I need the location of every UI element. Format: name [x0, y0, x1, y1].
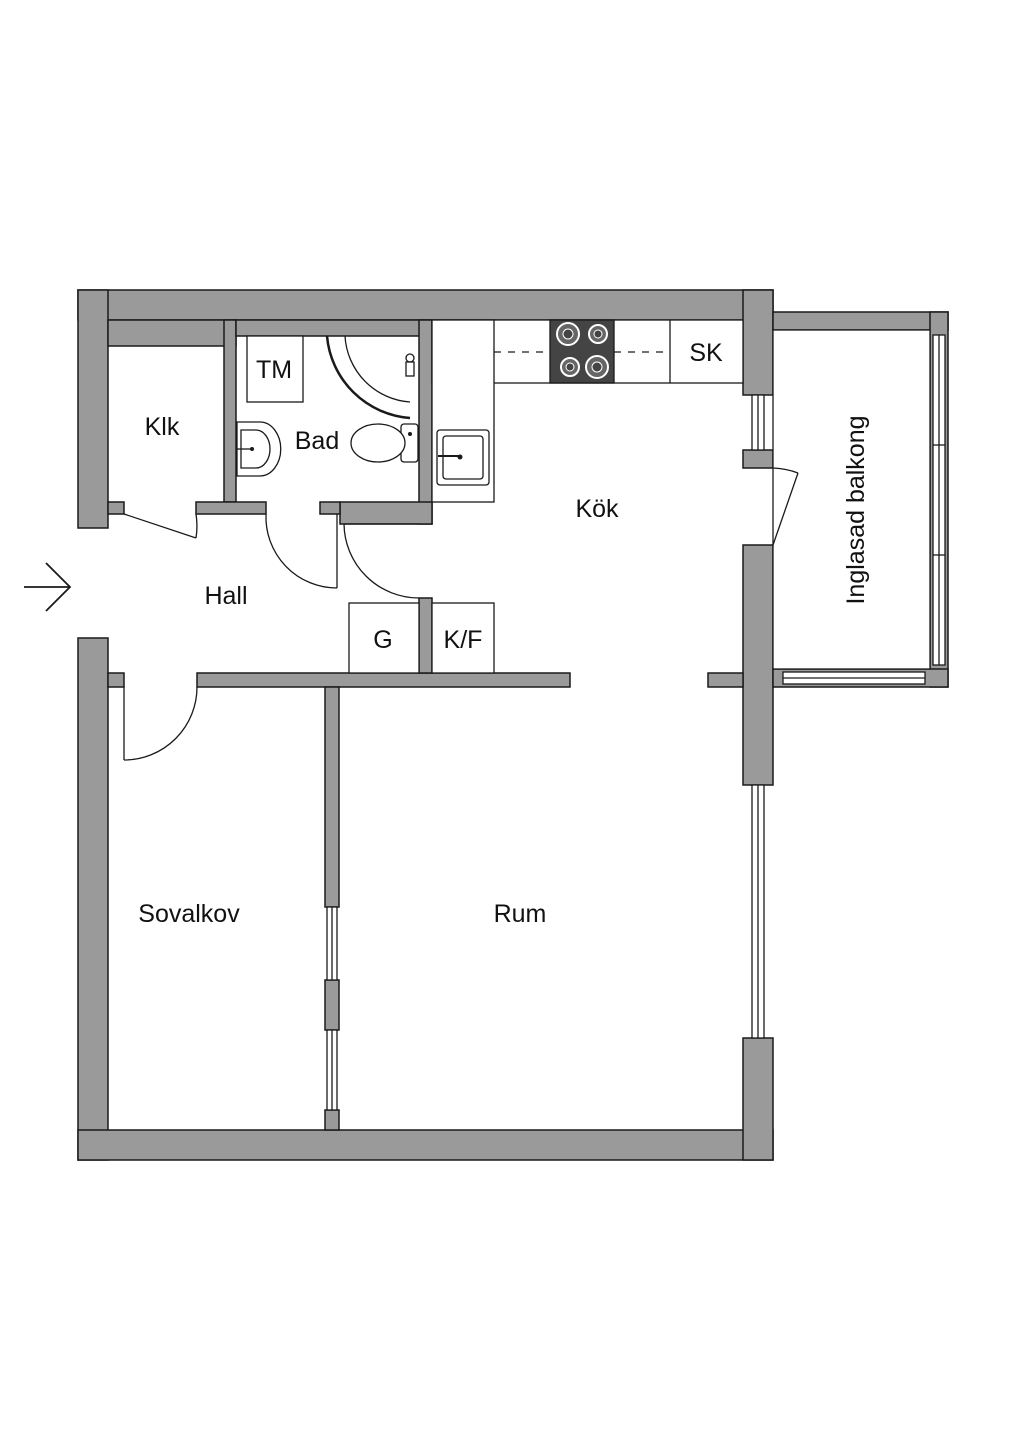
door-klk[interactable]	[123, 513, 198, 539]
room-label-kf: K/F	[444, 626, 483, 654]
window-kitchen	[751, 394, 765, 451]
washing-machine	[246, 335, 304, 403]
door-balkong[interactable]	[772, 467, 799, 546]
room-label-rum: Rum	[494, 900, 547, 928]
interior-walls	[107, 319, 744, 1131]
sliding-doors	[326, 906, 338, 1111]
room-label-klk: Klk	[145, 413, 180, 441]
entrance-arrow-icon	[24, 562, 72, 612]
door-bad[interactable]	[265, 513, 338, 589]
washbasin-icon	[236, 421, 282, 477]
door-kok[interactable]	[343, 523, 420, 599]
room-label-hall: Hall	[204, 582, 247, 610]
room-label-sk: SK	[689, 339, 723, 367]
outer-walls	[77, 289, 774, 1161]
stove-icon	[549, 319, 615, 384]
toilet-icon	[350, 423, 419, 463]
room-label-bad: Bad	[295, 427, 339, 455]
room-label-tm: TM	[256, 356, 292, 384]
doors	[123, 467, 799, 761]
shower	[325, 335, 415, 420]
wardrobe-g	[348, 602, 420, 674]
sink-icon	[436, 429, 490, 486]
room-label-g: G	[373, 626, 392, 654]
room-label-sovalkov: Sovalkov	[138, 900, 240, 928]
room-label-kok: Kök	[575, 495, 619, 523]
balcony	[772, 311, 949, 688]
room-label-balkong: Inglasad balkong	[842, 415, 870, 604]
window-rum	[751, 784, 765, 1039]
fridge-freezer	[431, 602, 495, 674]
door-sovalkov[interactable]	[123, 686, 198, 761]
balcony-glazing	[782, 334, 946, 685]
